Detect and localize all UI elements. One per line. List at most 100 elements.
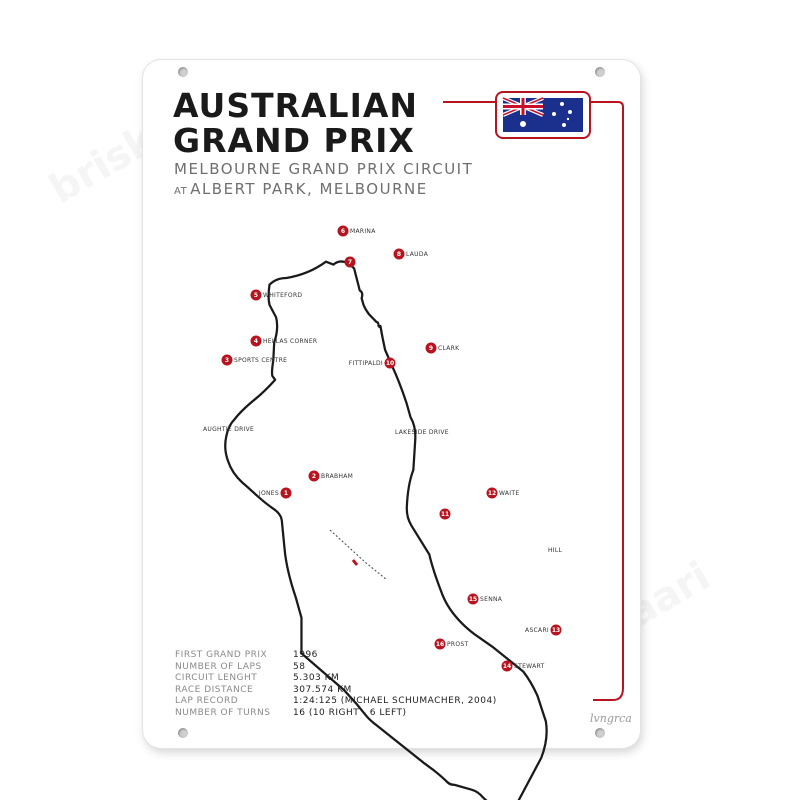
stat-label: FIRST GRAND PRIX [175,650,268,660]
stat-value: 16 (10 RIGHT - 6 LEFT) [293,707,407,718]
corner-number: 11 [441,511,449,518]
corner-marker: 11 [439,508,451,520]
corner-number-badge [393,248,405,260]
subtitle-at: AT [174,186,188,197]
corner-number-badge [550,624,562,636]
stat-row: NUMBER OF LAPS 58 [175,662,497,674]
stat-label: CIRCUIT LENGHT [175,673,258,683]
stat-label: NUMBER OF TURNS [175,707,271,718]
corner-number: 12 [488,490,496,497]
road-label-aughtie-drive: AUGHTIE DRIVE [203,426,254,433]
southern-cross-stars-icon [520,102,572,127]
corner-number-badge [434,638,446,650]
corner-number-badge [384,357,396,369]
corner-number-badge [501,660,513,672]
pit-lane [329,529,388,581]
corner-number-badge [467,593,479,605]
corner-name: MARINA [350,228,376,235]
title-line-2: GRAND PRIX [173,121,415,160]
corner-marker: 3 SPORTS CENTRE [221,354,287,366]
corner-name: WHITEFORD [263,292,302,299]
corner-name: CLARK [438,345,460,352]
stat-row: CIRCUIT LENGHT 5.303 KM [175,673,497,685]
corner-name: STEWART [514,663,545,670]
stat-label: LAP RECORD [175,696,239,706]
corner-number: 10 [386,360,394,367]
corner-number-badge [486,487,498,499]
corner-name: SPORTS CENTRE [234,357,287,364]
corner-number-badge [344,256,356,268]
road-label-hill: HILL [548,547,563,554]
corner-marker: 9 CLARK [425,342,460,354]
corner-marker: 4 HELLAS CORNER [250,335,317,347]
stat-label: NUMBER OF LAPS [175,661,262,672]
corner-number: 2 [312,473,316,480]
corner-name: LAUDA [406,251,429,258]
red-frame-border [588,101,624,701]
corner-number-badge [250,335,262,347]
stat-row: RACE DISTANCE 307.574 KM [175,685,497,697]
stat-value: 307.574 KM [293,684,352,695]
corner-name: SENNA [480,596,503,603]
circuit-track [224,260,548,800]
corner-marker: 6 MARINA [337,225,376,237]
mount-hole-bottom-right [595,728,605,738]
corner-number: 8 [397,251,401,258]
corner-number: 7 [348,259,352,266]
corner-marker: 8 LAUDA [393,248,429,260]
artist-signature: lvngrca [590,712,632,725]
stat-value: 1996 [293,650,318,660]
stat-value: 1:24:125 (MICHAEL SCHUMACHER, 2004) [293,696,497,706]
corner-number-badge [337,225,349,237]
title-line-1: AUSTRALIAN [173,86,419,125]
stat-value: 58 [293,661,306,672]
corner-number: 6 [341,228,345,235]
stat-label: RACE DISTANCE [175,684,254,695]
corner-number-badge [425,342,437,354]
corner-marker: 7 [344,256,356,268]
corner-number: 4 [254,338,258,345]
union-jack-icon [502,96,544,117]
corner-number: 15 [469,596,477,603]
corner-name: WAITE [499,490,519,497]
corner-number: 13 [552,627,560,634]
corner-number: 5 [254,292,258,299]
start-finish-marker [351,559,359,566]
corner-number: 3 [225,357,229,364]
corner-number-badge [308,470,320,482]
subtitle-line-1: MELBOURNE GRAND PRIX CIRCUIT [174,160,474,178]
circuit-graphic: 1 JONES 2 BRABHAM 3 SPORTS CENTRE 4 HELLAS CORN… [203,91,624,800]
subtitle-location: ALBERT PARK, MELBOURNE [190,180,428,198]
circuit-stats: FIRST GRAND PRIX 1996 NUMBER OF LAPS 58 CI… [175,650,497,719]
corner-name: ASCARI [525,627,549,634]
corner-number-badge [250,289,262,301]
corner-number: 16 [436,641,444,648]
road-label-lakeside-drive: LAKESIDE DRIVE [395,429,449,436]
corner-number-badge [439,508,451,520]
corner-marker: 1 JONES [258,487,292,499]
corner-number: 9 [429,345,433,352]
corner-number-badge [221,354,233,366]
stat-row: FIRST GRAND PRIX 1996 [175,650,497,662]
corner-marker: 5 WHITEFORD [250,289,302,301]
corner-name: FITTIPALDI [349,360,383,367]
metal-sign: AUSTRALIAN GRAND PRIX MELBOURNE GRAND PR… [143,60,640,800]
australian-flag-icon [495,91,591,139]
corner-name: HELLAS CORNER [263,338,317,345]
mount-hole-bottom-left [178,728,188,738]
corner-name: JONES [258,490,279,497]
corner-name: BRABHAM [321,473,353,480]
mount-hole-top-right [595,67,605,77]
corner-number: 14 [503,663,511,670]
corner-number-badge [280,487,292,499]
stat-value: 5.303 KM [293,673,340,683]
corner-number: 1 [284,490,288,497]
corner-marker: 2 BRABHAM [308,470,353,482]
